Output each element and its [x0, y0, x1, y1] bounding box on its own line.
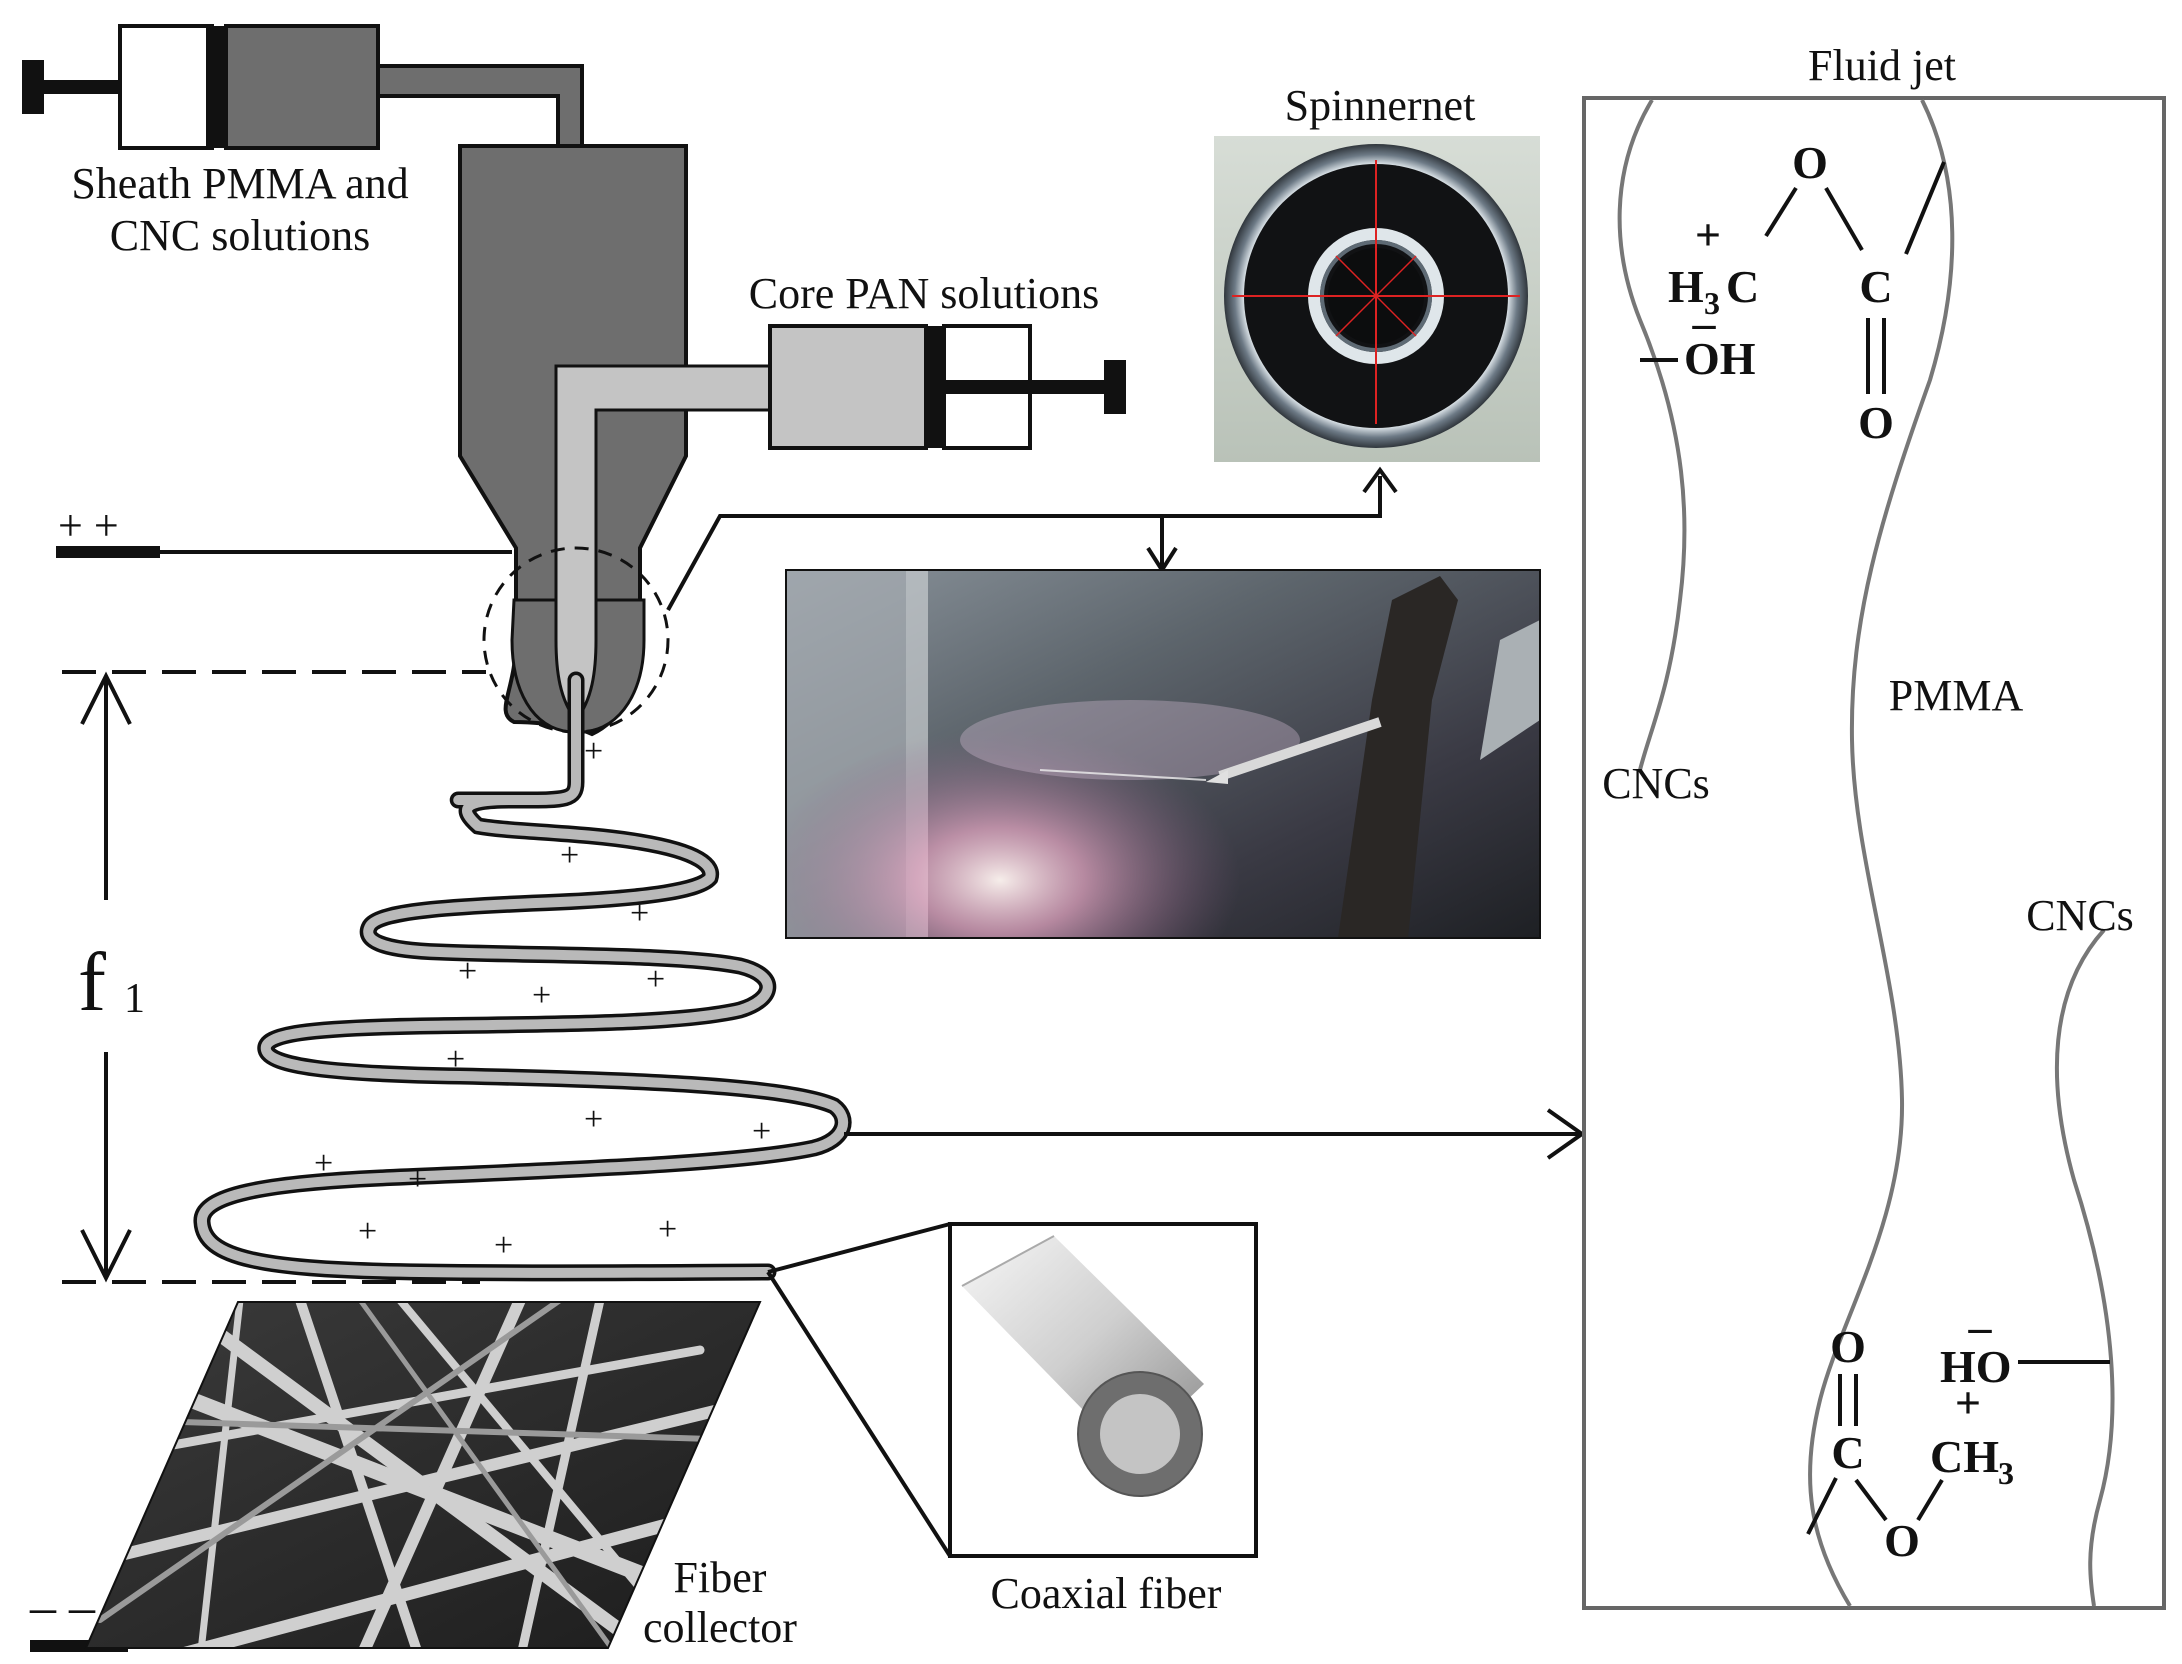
charge-marker: +: [532, 977, 551, 1014]
core-plunger-handle: [1104, 360, 1126, 414]
chem-top-oh: OH: [1684, 333, 1756, 384]
collector-label-line1: Fiber: [674, 1553, 767, 1602]
chem-bottom-ho: HO: [1940, 1341, 2012, 1392]
sem-frame: [84, 1301, 762, 1649]
jet-charges: + + + + + + + + + + + + + +: [314, 733, 771, 1264]
core-plunger-head: [924, 326, 944, 448]
fluid-jet-panel: [1582, 96, 2166, 1610]
jet-to-detail-arrow: [844, 1108, 1586, 1160]
cnc-boundary-left: [1617, 98, 1687, 771]
sheath-label-line2: CNC solutions: [110, 211, 370, 260]
charge-marker: +: [658, 1211, 677, 1248]
chem-top-c-right: C: [1859, 261, 1892, 312]
chem-top-o-bridge: O: [1792, 137, 1828, 188]
chem-top-h: H: [1668, 261, 1704, 312]
fluid-jet-title: Fluid jet: [1808, 41, 1956, 90]
sheath-barrel-fluid: [224, 24, 380, 150]
cncs-label-right: CNCs: [2026, 891, 2134, 940]
charge-marker: +: [630, 895, 649, 932]
sheath-barrel-empty: [118, 24, 214, 150]
coaxial-fiber-inset: [948, 1222, 1258, 1558]
chem-top-plus: +: [1695, 209, 1721, 260]
chem-bottom-o-double: O: [1830, 1321, 1866, 1372]
jet-photo: [786, 570, 1540, 938]
charge-marker: +: [408, 1161, 427, 1198]
cnc-boundary-right: [2054, 928, 2115, 1607]
distance-arrow: [80, 671, 132, 1283]
sheath-label-line1: Sheath PMMA and: [71, 159, 408, 208]
sheath-plunger-handle: [22, 60, 44, 114]
distance-label: f: [78, 936, 106, 1029]
chem-bottom-o-bridge: O: [1884, 1515, 1920, 1566]
pmma-boundary: [1808, 99, 1955, 1608]
spinneret-photo: [1214, 136, 1540, 462]
core-barrel-fluid: [768, 324, 928, 450]
chem-top-group: O + H 3 C – OH C O: [1640, 137, 1946, 448]
sheath-feed-tube: [376, 64, 584, 148]
charge-marker: +: [752, 1113, 771, 1150]
collector-label-line2: collector: [643, 1603, 797, 1652]
chem-top-h-sub: 3: [1704, 285, 1720, 321]
chem-top-c-left: C: [1726, 261, 1759, 312]
chem-bottom-c-left: C: [1831, 1427, 1864, 1478]
whipping-jet-fill: [197, 675, 849, 1278]
core-syringe: [768, 324, 1126, 450]
charge-marker: +: [314, 1145, 333, 1182]
nozzle-connector: [666, 466, 1398, 611]
distance-label-subscript: 1: [124, 976, 145, 1022]
coaxial-callout-top: [767, 1222, 951, 1274]
sheath-plunger-head: [206, 26, 226, 148]
pmma-label: PMMA: [1889, 671, 2024, 720]
core-label: Core PAN solutions: [749, 269, 1099, 318]
charge-marker: +: [458, 953, 477, 990]
charge-marker: +: [646, 961, 665, 998]
chem-bottom-minus: –: [1968, 1301, 1993, 1352]
chem-top-minus: –: [1692, 297, 1717, 348]
charge-marker: +: [560, 837, 579, 874]
charge-marker: +: [358, 1213, 377, 1250]
charge-marker: +: [446, 1041, 465, 1078]
chem-top-o-double: O: [1858, 397, 1894, 448]
spinneret-title: Spinnernet: [1285, 81, 1476, 130]
charge-marker: +: [584, 733, 603, 770]
cncs-label-left: CNCs: [1602, 759, 1710, 808]
positive-terminal-bar: [56, 546, 160, 558]
chem-bottom-ch: CH: [1930, 1431, 1999, 1482]
chem-bottom-group: O – HO + C CH 3 O: [1806, 1301, 2110, 1566]
jet-photo-frame: [785, 569, 1541, 939]
chem-bottom-ch-sub: 3: [1998, 1455, 2014, 1491]
negative-terminal-label: – –: [29, 1579, 96, 1636]
chem-bottom-plus: +: [1955, 1377, 1981, 1428]
sheath-syringe: [22, 24, 584, 150]
core-plunger-rod: [944, 380, 1114, 394]
charge-marker: +: [494, 1227, 513, 1264]
coaxial-callout-bottom: [766, 1270, 952, 1558]
coaxial-fiber-label: Coaxial fiber: [991, 1569, 1222, 1618]
positive-terminal-label: + +: [58, 501, 119, 550]
charge-marker: +: [584, 1101, 603, 1138]
